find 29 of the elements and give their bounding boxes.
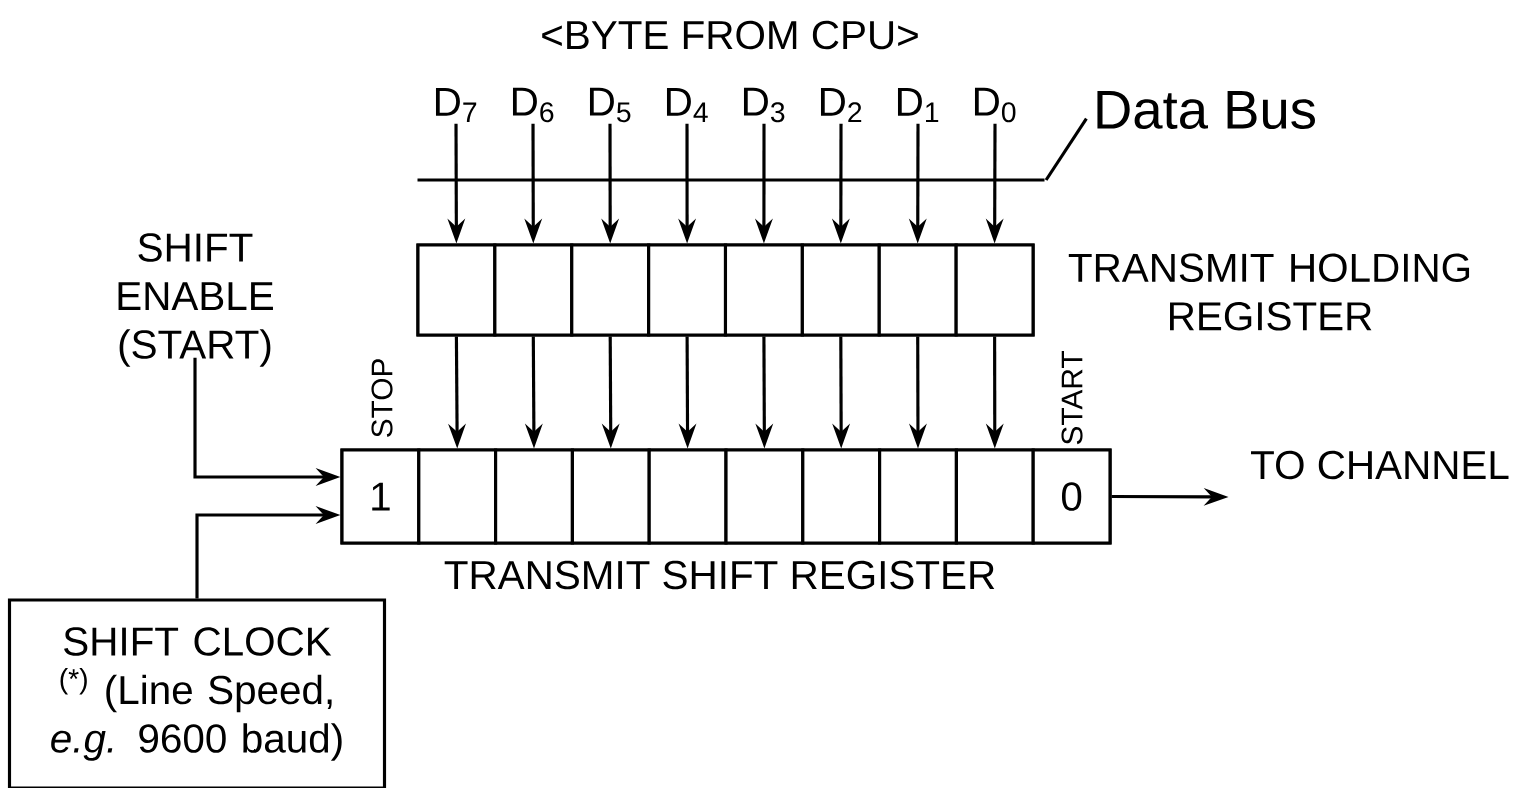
bit-label: START	[1061, 351, 1083, 445]
bit-label: STOP	[371, 359, 393, 438]
register-cell	[877, 243, 958, 337]
label-text: D$_{3}$	[744, 87, 785, 123]
label-text: D$_{1}$	[898, 87, 939, 123]
label-text: D$_{2}$	[821, 87, 862, 123]
bus-label: <BYTE FROM CPU>	[542, 20, 918, 50]
label-text: D$_{5}$	[590, 87, 631, 123]
register-cell	[954, 448, 1035, 545]
label-text: SHIFT ENABLE (START)	[118, 233, 273, 367]
label-text: D$_{6}$	[512, 87, 554, 123]
clock-box: SHIFT CLOCK $^{(*)}$ (Line Speed, e.g. 9600 baud)	[7, 598, 387, 788]
label-text: Data Bus	[1097, 91, 1315, 130]
label-text: D$_{0}$	[975, 87, 1016, 123]
register-label: TRANSMIT SHIFT REGISTER	[444, 560, 995, 590]
leader-line	[1044, 117, 1088, 181]
register-cell	[878, 448, 958, 545]
register-cell: 0	[1031, 448, 1112, 545]
register-cell	[723, 243, 804, 337]
label-text: TO CHANNEL	[1251, 450, 1509, 480]
register-cell: 1	[340, 448, 421, 545]
label-text: D$_{4}$	[667, 87, 708, 123]
register-cell	[954, 243, 1035, 337]
register-cell	[570, 448, 651, 545]
register-cell	[494, 448, 574, 545]
label-text: D$_{7}$	[435, 87, 477, 123]
register-label: TRANSMIT HOLDING REGISTER	[1068, 253, 1470, 331]
register-cell	[800, 243, 881, 337]
bus-line	[417, 178, 1045, 182]
